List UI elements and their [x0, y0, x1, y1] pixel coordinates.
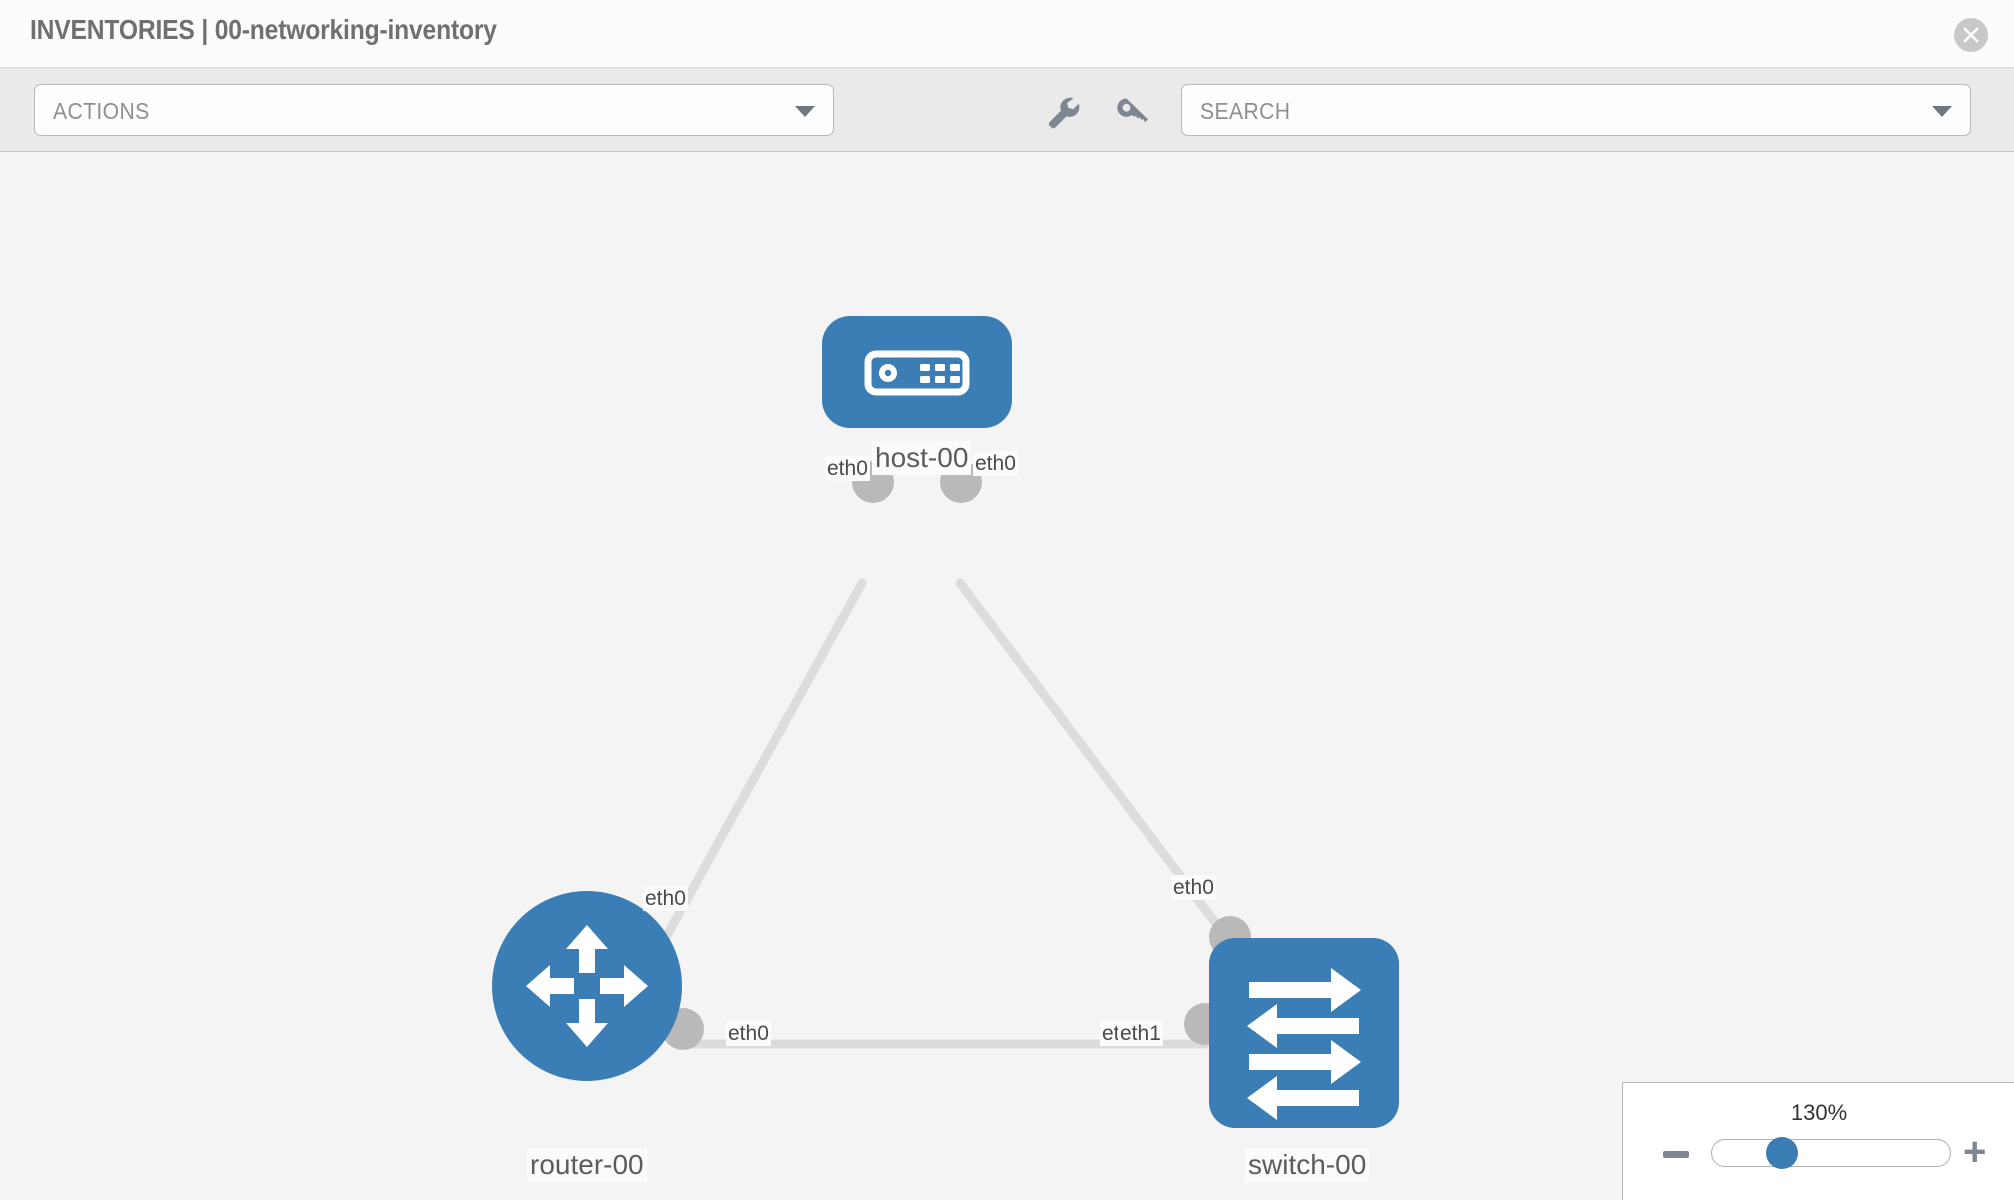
iface-label-switch-up: eth0	[1171, 875, 1216, 901]
zoom-level-value: 130%	[1790, 1100, 1848, 1125]
topology-canvas[interactable]: host-00 eth0 eth0	[0, 153, 2014, 1200]
page-title: INVENTORIES | 00-networking-inventory	[30, 14, 497, 45]
key-icon[interactable]	[1111, 92, 1151, 132]
actions-dropdown[interactable]: ACTIONS	[34, 84, 834, 136]
zoom-slider-track[interactable]	[1711, 1139, 1951, 1167]
node-label-switch-00: switch-00	[1245, 1148, 1370, 1182]
zoom-in-button[interactable]: +	[1963, 1130, 1987, 1174]
zoom-control-panel: 130% +	[1622, 1082, 2014, 1200]
router-node-shape	[492, 891, 682, 1081]
iface-label-router-up: eth0	[643, 886, 688, 912]
iface-label-host-left: eth0	[825, 456, 870, 482]
switch-icon	[1247, 968, 1361, 1120]
host-node-shape	[822, 316, 1012, 428]
window-header: INVENTORIES | 00-networking-inventory	[0, 0, 2014, 68]
node-label-router-00: router-00	[527, 1148, 647, 1182]
topology-links	[619, 578, 1243, 1049]
zoom-out-button[interactable]	[1663, 1151, 1689, 1158]
switch-node-shape	[1209, 938, 1399, 1128]
node-label-host-00: host-00	[872, 441, 972, 475]
node-host-00[interactable]	[822, 316, 1012, 581]
close-icon[interactable]	[1954, 18, 1988, 52]
search-input[interactable]: SEARCH	[1181, 84, 1971, 136]
iface-label-host-right: eth0	[973, 451, 1018, 477]
iface-label-router-right: eth0	[726, 1021, 771, 1047]
node-switch-00[interactable]	[1167, 893, 1407, 1128]
chevron-down-icon	[795, 106, 815, 117]
router-icon	[526, 925, 648, 1047]
chevron-down-icon	[1932, 106, 1952, 117]
zoom-slider-thumb[interactable]	[1766, 1137, 1798, 1169]
actions-dropdown-label: ACTIONS	[53, 98, 150, 124]
node-router-00[interactable]	[492, 891, 722, 1081]
search-placeholder: SEARCH	[1200, 98, 1291, 124]
iface-label-switch-left-over: eth1	[1118, 1021, 1163, 1047]
server-icon	[864, 350, 970, 396]
wrench-icon[interactable]	[1043, 92, 1083, 132]
